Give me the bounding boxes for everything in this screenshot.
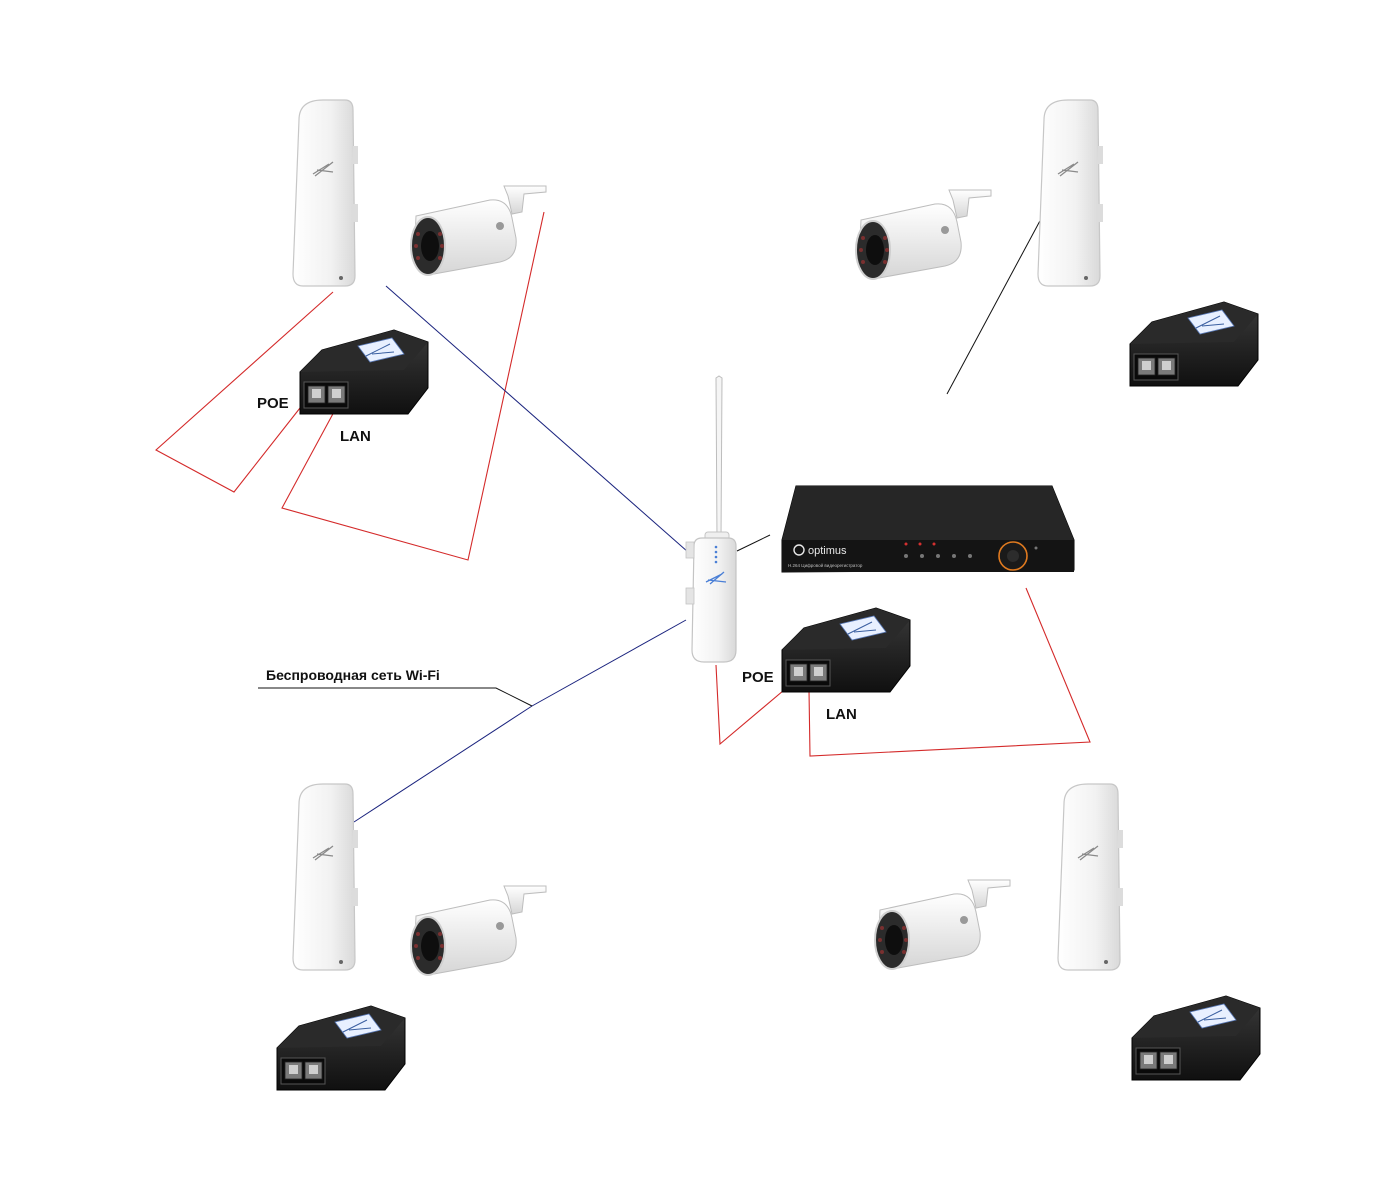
label-wifi-network: Беспроводная сеть Wi-Fi [266,667,440,683]
cable-tl-antenna-poe [155,291,334,493]
ip-camera [410,185,547,276]
label-lan-center: LAN [826,706,857,723]
ip-camera [855,189,992,280]
cluster-top-left [292,99,547,415]
outdoor-antenna [292,99,359,287]
cable-center-lan-nvr [808,587,1091,757]
label-poe-left: POE [257,395,289,412]
poe-injector-center [781,607,911,693]
nvr-subtitle: H.264 Цифровой видеорегистратор [788,562,863,568]
ubiquiti-logo-icon [705,571,727,585]
wifi-link-top-left [385,285,689,553]
outdoor-antenna [1037,99,1104,287]
label-lan-left: LAN [340,428,371,445]
poe-injector [1131,995,1261,1081]
ap-nvr-link [736,534,771,552]
status-leds [714,545,718,564]
access-point [685,375,737,663]
poe-injector [1129,301,1259,387]
cable-center-ap-poe [715,664,791,746]
ip-camera [410,885,547,976]
nvr-recorder: optimus H.264 Цифровой видеорегистратор [781,485,1075,573]
ip-camera [874,879,1011,970]
outdoor-antenna [292,783,359,971]
poe-injector [276,1005,406,1091]
connection-lines [155,203,1091,823]
cluster-top-right [855,99,1259,387]
outdoor-antenna [1057,783,1124,971]
nvr-front-panel [904,541,1038,571]
label-poe-center: POE [742,669,774,686]
wifi-label-leader [258,687,533,707]
nvr-brand: optimus [808,545,847,557]
wifi-link-bottom-left [353,619,687,823]
cluster-bottom-left [276,783,547,1091]
cluster-bottom-right [874,783,1261,1081]
wifi-link-top-right [946,203,1050,395]
cable-tl-camera-lan [281,211,545,561]
optimus-logo-icon [793,544,805,556]
poe-injector [299,329,429,415]
